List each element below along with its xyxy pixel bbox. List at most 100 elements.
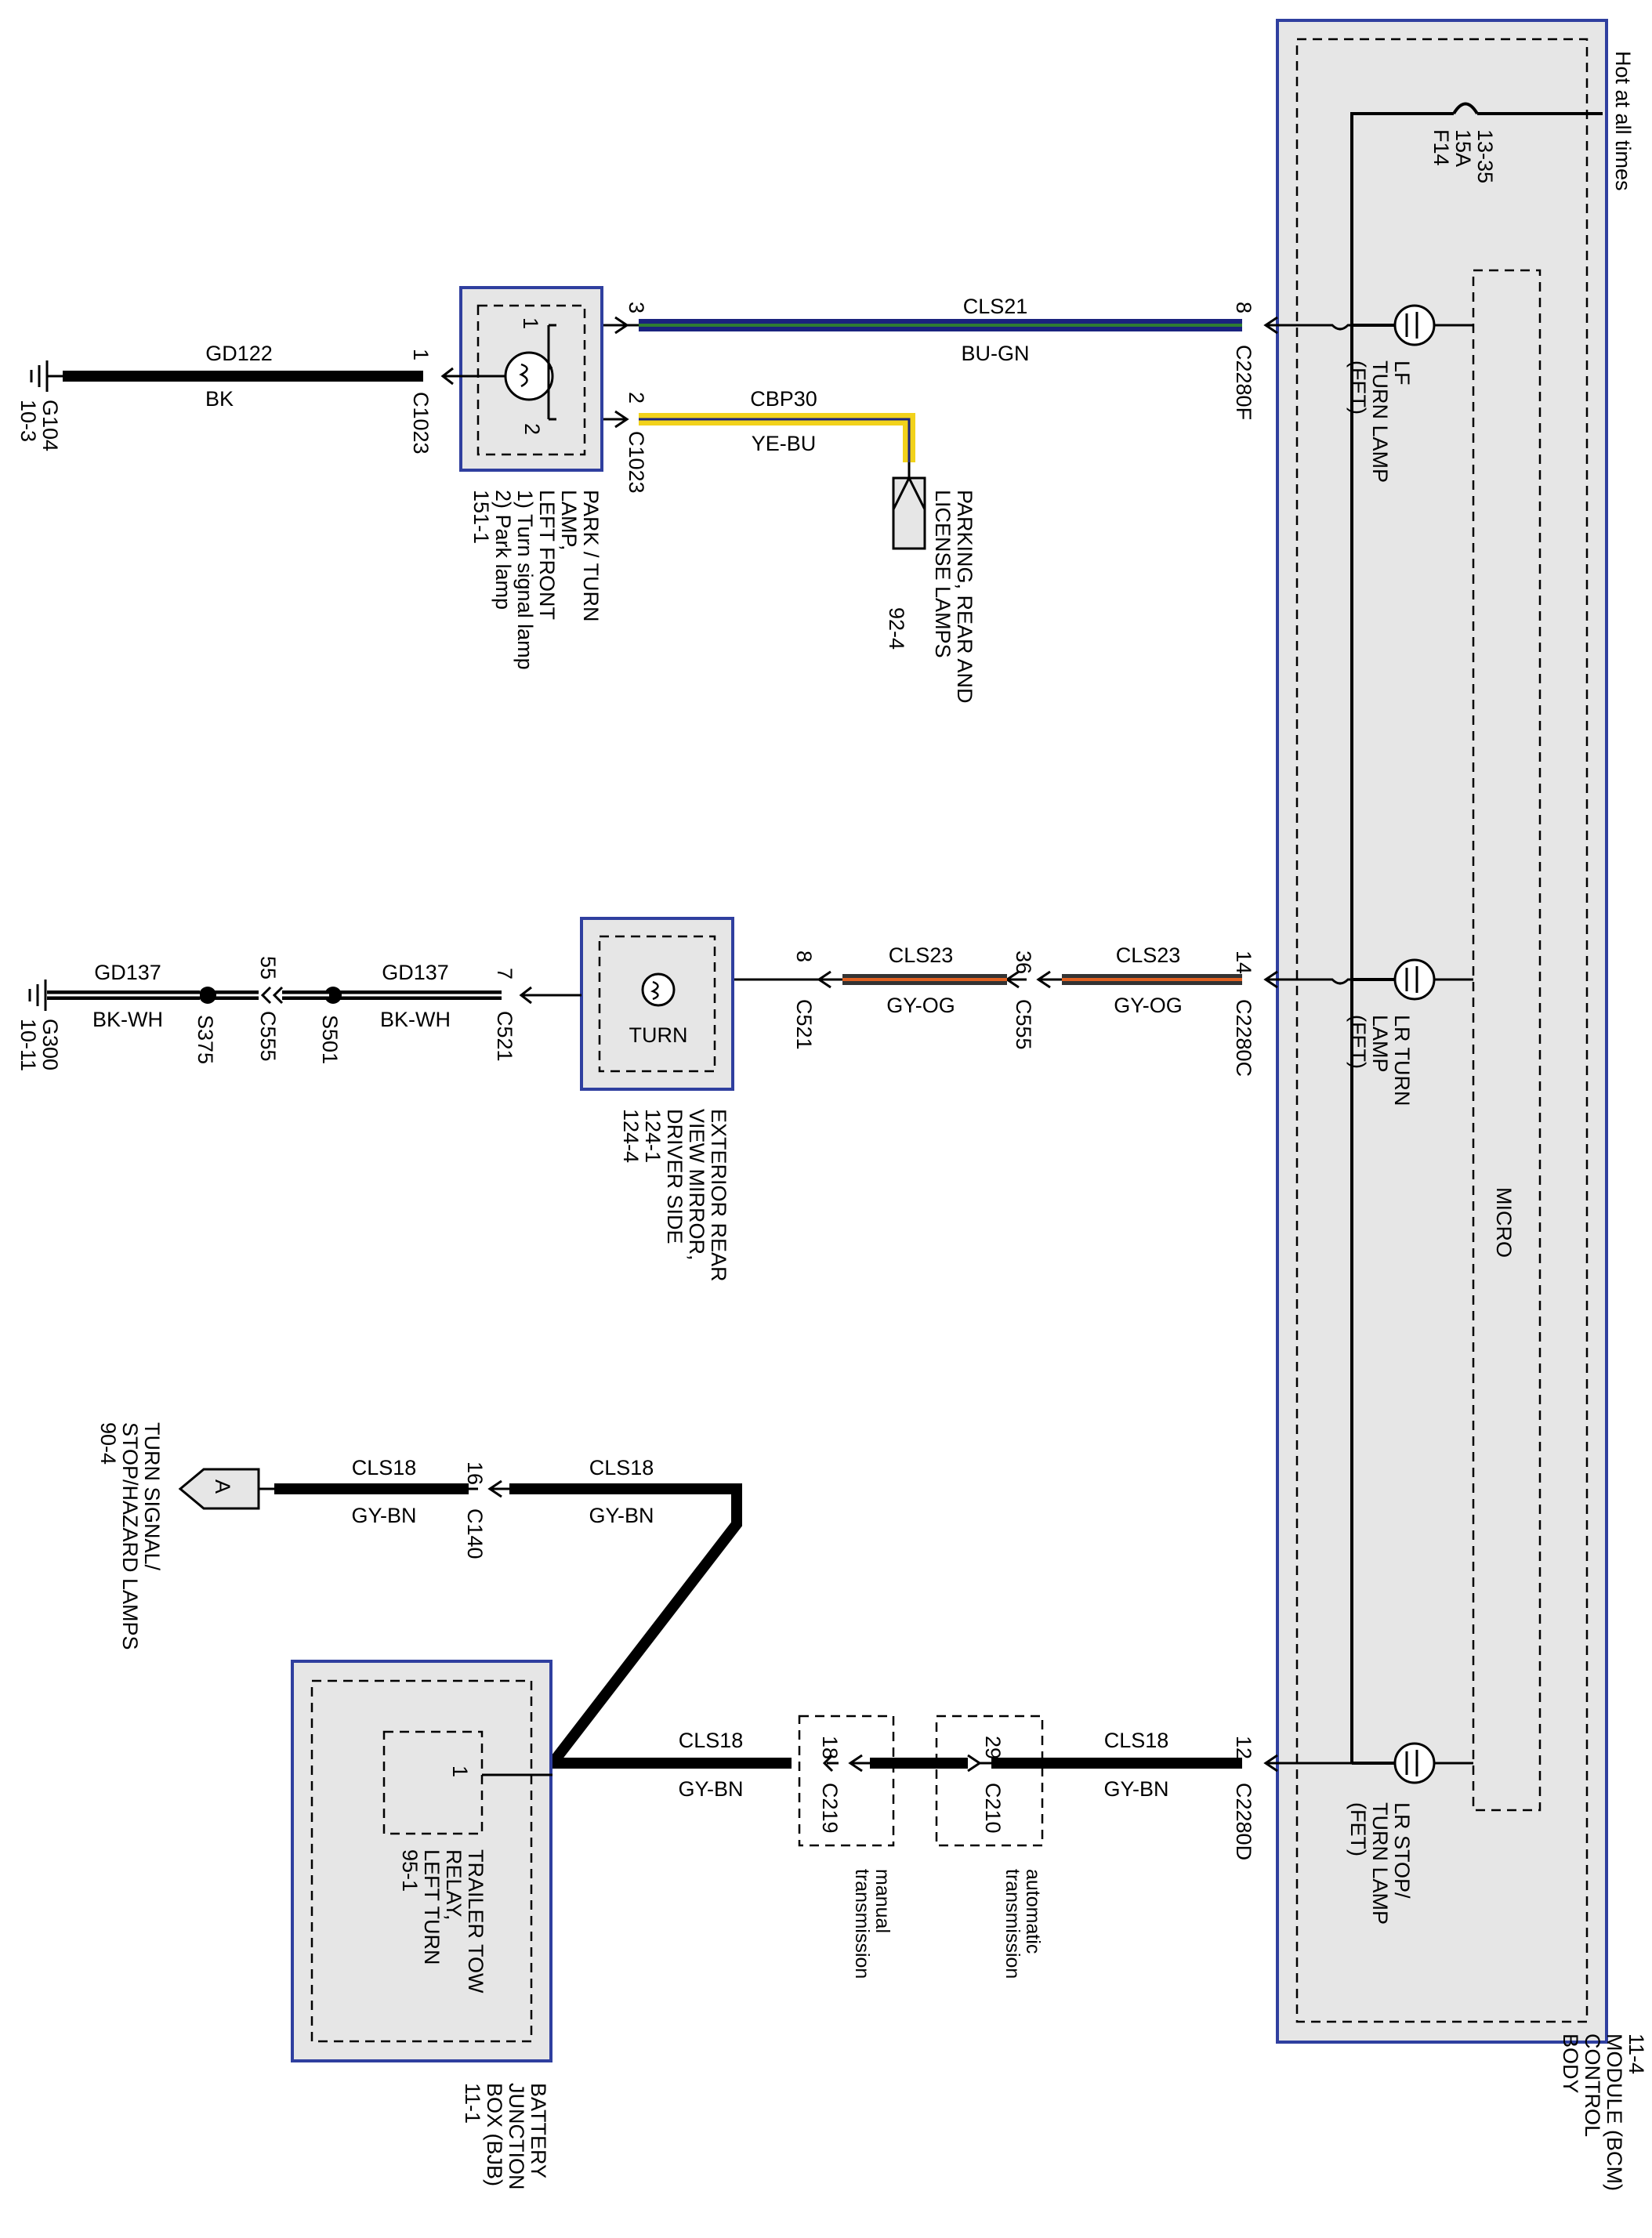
- turn-signal-label-2: STOP/HAZARD LAMPS: [118, 1422, 142, 1650]
- bcm-label-4: 11-4: [1625, 2033, 1648, 2074]
- trailer-relay-label-4: 95-1: [398, 1849, 422, 1892]
- gd137-a-color: BK-WH: [92, 1008, 163, 1031]
- gd137-b-name: GD137: [382, 961, 449, 984]
- trailer-relay-label-3: LEFT TURN: [420, 1849, 444, 1965]
- mirror-label-1: EXTERIOR REAR: [707, 1109, 730, 1282]
- cls23-b-name: CLS23: [889, 943, 954, 967]
- park-turn-label-6: 151-1: [469, 490, 493, 544]
- parking-lamps-ref: 92-4: [885, 607, 908, 650]
- c2280d-pin: 12: [1232, 1736, 1255, 1759]
- fuse-label-2: 15A: [1451, 129, 1475, 167]
- lr-fet-label-3: (FET): [1346, 1015, 1370, 1069]
- g104-label-1: G104: [38, 400, 62, 451]
- park-turn-label-4: 1) Turn signal lamp: [513, 490, 537, 670]
- bcm-label-2: CONTROL: [1581, 2033, 1604, 2137]
- c2280c-pin: 14: [1232, 951, 1255, 974]
- c210-name: C210: [981, 1783, 1005, 1834]
- c2280f-name: C2280F: [1232, 345, 1255, 420]
- wire-cls21: [549, 316, 1395, 335]
- c1023-1-pin: 1: [409, 349, 433, 360]
- lr-stop-fet-label-3: (FET): [1346, 1802, 1370, 1856]
- park-turn-lamp: [459, 286, 603, 472]
- cls18-b-color: GY-BN: [678, 1777, 743, 1801]
- g300-label-2: 10-11: [16, 1019, 40, 1071]
- bcm-label-3: MODULE (BCM): [1603, 2033, 1626, 2191]
- cbp30-color: YE-BU: [752, 432, 817, 455]
- cls18-d-name: CLS18: [1104, 1729, 1169, 1752]
- power-feed: F14 15A 13-35 Hot at all times: [1350, 51, 1635, 1765]
- bcm-label-1: BODY: [1559, 2033, 1582, 2094]
- lr-fet-icon: [1393, 958, 1473, 1001]
- gd137-b-color: BK-WH: [380, 1008, 451, 1031]
- cls18-c-name: CLS18: [589, 1456, 654, 1479]
- c521-7-pin: 7: [493, 968, 516, 980]
- wire-cls18-b: [487, 1479, 839, 1773]
- c1023-1-name: C1023: [409, 392, 433, 454]
- cls23-b-color: GY-OG: [886, 994, 955, 1017]
- wire-cls18-c: [848, 1754, 968, 1773]
- turn-signal-connector-icon: [178, 1468, 260, 1510]
- s501-label: S501: [318, 1015, 342, 1064]
- wire-cls23-a: [1036, 970, 1395, 989]
- trailer-tow-relay: [291, 1660, 552, 2062]
- ground-g300-icon: [28, 980, 47, 1011]
- c210-dashed-box: [935, 1715, 1044, 1847]
- bjb-label-2: JUNCTION: [505, 2083, 528, 2190]
- c2280c-name: C2280C: [1232, 999, 1255, 1077]
- park-turn-pin2: 2: [520, 423, 544, 435]
- c521-7-name: C521: [493, 1011, 516, 1062]
- park-turn-pin1: 1: [519, 317, 542, 329]
- bjb-label-3: BOX (BJB): [483, 2083, 506, 2186]
- gd122-name: GD122: [205, 342, 273, 365]
- ground-g104-icon: [30, 360, 49, 392]
- parking-lamps-label-2: LICENSE LAMPS: [931, 490, 955, 658]
- mirror-label-3: DRIVER SIDE: [663, 1109, 687, 1244]
- c219-name: C219: [818, 1783, 842, 1834]
- cls23-a-color: GY-OG: [1114, 994, 1183, 1017]
- bjb-label-1: BATTERY: [527, 2083, 550, 2178]
- lr-fet-label-2: LAMP: [1368, 1015, 1392, 1073]
- gd137-a-name: GD137: [94, 961, 161, 984]
- turn-signal-label-1: TURN SIGNAL/: [140, 1422, 164, 1571]
- wire-cbp30: [549, 410, 915, 478]
- wire-gd137-b: [329, 986, 581, 1005]
- c219-note-2: transmission: [851, 1869, 873, 1979]
- micro-label: MICRO: [1492, 1187, 1516, 1258]
- park-turn-label-1: PARK / TURN: [579, 490, 603, 622]
- mirror-turn-label: TURN: [629, 1023, 688, 1047]
- wire-gd122: [47, 367, 470, 386]
- turn-signal-label-3: 90-4: [96, 1422, 120, 1465]
- bjb-label-4: 11-1: [461, 2083, 484, 2124]
- lr-fet-label-1: LR TURN: [1390, 1015, 1414, 1106]
- turn-signal-connector-letter: A: [211, 1479, 234, 1494]
- g300-label-1: G300: [38, 1019, 62, 1070]
- cls18-a-color: GY-BN: [351, 1504, 416, 1527]
- wire-cls23-b: [733, 970, 1027, 989]
- c2280d-name: C2280D: [1232, 1783, 1255, 1860]
- lf-fet-icon: [1393, 304, 1473, 346]
- c210-pin: 29: [981, 1736, 1005, 1759]
- c555-55-pin: 55: [256, 956, 280, 980]
- splice-s375-icon: [199, 987, 216, 1004]
- lr-stop-fet-label-1: LR STOP/: [1390, 1802, 1414, 1899]
- g104-label-2: 10-3: [16, 400, 40, 442]
- fuse-f14-icon: [1452, 102, 1479, 115]
- fuse-label-1: F14: [1429, 129, 1453, 166]
- lr-stop-fet-label-2: TURN LAMP: [1368, 1802, 1392, 1925]
- bcm-module: MICRO BODY CONTROL MODULE (BCM) 11-4: [1276, 19, 1648, 2191]
- wire-cls18-a: [259, 1483, 478, 1494]
- hot-at-all-times: Hot at all times: [1611, 51, 1635, 191]
- c555-55-name: C555: [256, 1011, 280, 1062]
- c1023-3-pin: 3: [625, 302, 648, 313]
- lf-fet-label-3: (FET): [1346, 360, 1370, 415]
- park-turn-label-3: LEFT FRONT: [535, 490, 559, 620]
- c521-8-name: C521: [792, 999, 816, 1050]
- c1023-2-name: C1023: [625, 431, 648, 494]
- lf-fet-label-2: TURN LAMP: [1368, 360, 1392, 483]
- cls18-c-color: GY-BN: [589, 1504, 654, 1527]
- mirror-component: [580, 917, 734, 1091]
- c219-dashed-box: [798, 1715, 895, 1847]
- c521-8-pin: 8: [792, 951, 816, 962]
- parking-lamps-connector-icon: [892, 476, 926, 550]
- fuse-label-3: 13-35: [1473, 129, 1497, 183]
